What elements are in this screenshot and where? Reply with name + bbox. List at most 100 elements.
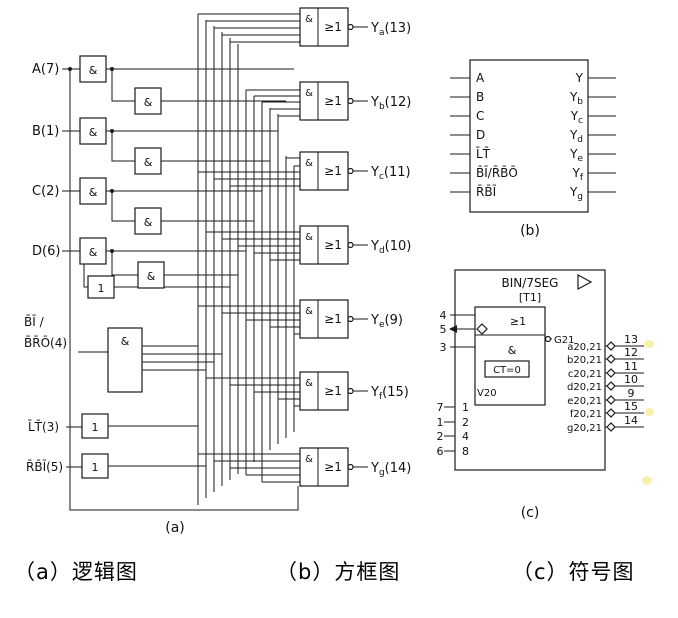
gate-body [107, 327, 143, 393]
output-label-yc: Yc(11) [370, 165, 411, 182]
block-output-yg: Yg [569, 185, 583, 202]
v20-label: V20 [477, 388, 497, 399]
gate-body [134, 207, 162, 235]
control-block [474, 306, 546, 406]
and-gate-d1: & [79, 237, 107, 265]
block-output-yf: Yf [571, 166, 583, 183]
gate-label: & [305, 158, 313, 169]
buffer-gate-lt: 1 [81, 413, 109, 439]
block-input-d: D [476, 128, 485, 142]
seg-output-f: f20,21 [570, 409, 602, 420]
junction-dot [110, 129, 114, 133]
seg-output-g: g20,21 [567, 423, 602, 434]
and-gate-a1: & [79, 55, 107, 83]
gate-label: & [89, 186, 98, 199]
gate-body [137, 261, 165, 289]
and-gate-a2: & [134, 87, 162, 115]
or-gate-yd: & ≥1 Yd(10) [299, 225, 411, 265]
input-label-b: B(1) [32, 124, 59, 139]
block-input-a: A [476, 71, 485, 85]
gate-label: ≥1 [324, 164, 342, 178]
block-output-pins [588, 77, 616, 193]
gate-body [81, 413, 109, 439]
input-label-c: C(2) [32, 184, 60, 199]
weight-4: 4 [462, 430, 469, 443]
or-gate-yb: & ≥1 Yb(12) [299, 81, 411, 121]
wire-mesh-verticals [197, 14, 295, 505]
or-gate-ya: & ≥1 Ya(13) [299, 7, 411, 47]
junction-dot [68, 67, 72, 71]
output-label-yd: Yd(10) [370, 239, 411, 256]
polarity-diamond-icon [606, 354, 616, 364]
block-input-pins [450, 77, 470, 193]
highlight-artifact [645, 408, 654, 416]
weight-8: 8 [462, 445, 469, 458]
polarity-diamond-icon [606, 422, 616, 432]
gate-body [79, 177, 107, 205]
and-gate-b1: & [79, 117, 107, 145]
ct-label: CT=0 [493, 365, 521, 376]
gate-label: ≥1 [324, 238, 342, 252]
block-input-b: B [476, 90, 484, 104]
gate-label: & [144, 216, 153, 229]
block-input-c: C [476, 109, 484, 123]
gate-label: & [305, 14, 313, 25]
seg-output-b: b20,21 [567, 355, 602, 366]
g21-bubble [544, 335, 552, 343]
output-label-ya: Ya(13) [370, 21, 411, 38]
pin-1: 1 [437, 416, 444, 429]
junction-dot [110, 249, 114, 253]
input-label-bi-line2: B̄R̄Ō(4) [24, 336, 67, 350]
gate-label: & [305, 306, 313, 317]
gate-body [81, 453, 109, 479]
symbol-output-pins [605, 345, 644, 428]
gate-body [79, 55, 107, 83]
output-bubble [347, 463, 354, 471]
gate-label: & [89, 64, 98, 77]
gate-label: & [147, 270, 156, 283]
polarity-diamond-icon [606, 368, 616, 378]
output-bubble [347, 97, 354, 105]
output-bubble [347, 241, 354, 249]
pin-5: 5 [440, 323, 447, 336]
gate-body [79, 117, 107, 145]
gate-label: & [305, 88, 313, 99]
ct-box [484, 360, 530, 378]
wire-output-side [353, 26, 368, 468]
block-caption: (b) [520, 223, 540, 239]
gate-label: ≥1 [324, 312, 342, 326]
buffer-gate-d: 1 [87, 275, 115, 299]
or-gate-ye: & ≥1 Ye(9) [299, 299, 403, 339]
gate-body [134, 87, 162, 115]
pin-2: 2 [437, 430, 444, 443]
symbol-caption: (c) [521, 505, 540, 521]
gate-body [299, 225, 349, 265]
input-label-rbi: R̄B̄Ī(5) [26, 460, 63, 474]
polarity-diamond-icon [606, 408, 616, 418]
seg-pin-11: 11 [624, 360, 638, 373]
seg-pin-14: 14 [624, 414, 638, 427]
symbol-designator: [T1] [519, 291, 541, 304]
output-label-yb: Yb(12) [370, 95, 411, 112]
and-gate-c2: & [134, 207, 162, 235]
and-gate-b2: & [134, 147, 162, 175]
and-qualifier: & [508, 344, 517, 357]
seg-output-c: c20,21 [568, 369, 602, 380]
gate-label: ≥1 [324, 460, 342, 474]
block-output-yc: Yc [570, 109, 583, 126]
symbol-title: BIN/7SEG [502, 276, 559, 290]
pin-4: 4 [440, 309, 447, 322]
figure-caption-b: （b）方框图 [276, 560, 401, 584]
gate-body [299, 299, 349, 339]
polarity-diamond-icon [476, 323, 488, 335]
block-body [469, 59, 589, 213]
wire-gate-input-stubs [198, 13, 300, 483]
gate-label: ≥1 [324, 384, 342, 398]
weight-2: 2 [462, 416, 469, 429]
gate-body [87, 275, 115, 299]
or-gate-yg: & ≥1 Yg(14) [299, 447, 411, 487]
input-label-bi-line1: B̄Ī / [24, 315, 45, 329]
pin-3: 3 [440, 341, 447, 354]
logic-caption: (a) [165, 520, 185, 536]
polarity-diamond-icon [606, 341, 616, 351]
